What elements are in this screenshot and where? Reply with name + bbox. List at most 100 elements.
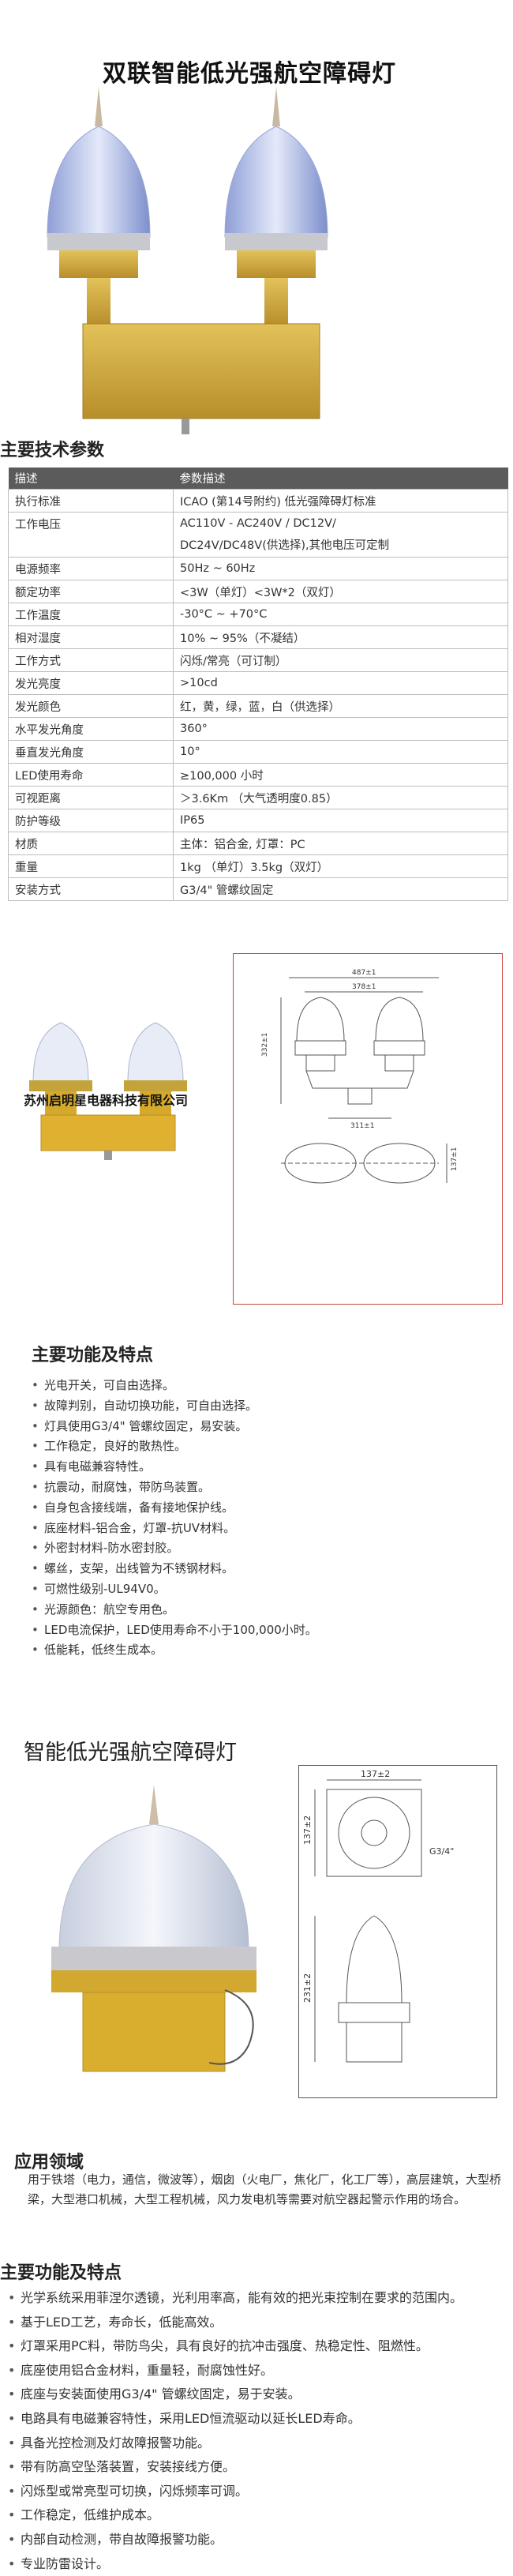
dim-thread: G3/4" <box>429 1846 454 1857</box>
spec-value: 360° <box>173 717 508 741</box>
feature-item: 具备光控检测及灯故障报警功能。 <box>6 2431 504 2456</box>
feature-item: 专业防雷设计。 <box>6 2552 504 2576</box>
spec-header-desc: 描述 <box>8 468 174 490</box>
spec-key: 材质 <box>8 832 174 855</box>
spec-key: 电源频率 <box>8 557 174 580</box>
dimension-drawing-frame: 487±1 378±1 332±1 311±1 137±1 <box>233 953 503 1305</box>
features2-title: 主要功能及特点 <box>0 2263 122 2283</box>
single-light-photo <box>51 1785 256 2072</box>
feature-item: 可燃性级别-UL94V0。 <box>30 1579 496 1600</box>
spec-row: 工作温度-30°C ~ +70°C <box>8 603 508 626</box>
spec-value: IP65 <box>173 809 508 832</box>
spec-header-row: 描述 参数描述 <box>8 468 508 490</box>
spec-row: 工作方式闪烁/常亮（可订制） <box>8 648 508 672</box>
spec-row: 材质主体：铝合金, 灯罩：PC <box>8 832 508 855</box>
product2-title: 智能低光强航空障碍灯 <box>24 1740 237 1765</box>
spec-value: ICAO (第14号附约) 低光强障碍灯标准 <box>173 489 508 513</box>
page-title: 双联智能低光强航空障碍灯 <box>103 60 396 88</box>
spec-key: 相对湿度 <box>8 625 174 649</box>
feature-item: LED电流保护，LED使用寿命不小于100,000小时。 <box>30 1620 496 1641</box>
spec-key: 重量 <box>8 854 174 878</box>
single-light-dimension-drawing: 137±2 137±2 G3/4" 231±2 <box>302 1769 454 2063</box>
spec-key: 工作电压 <box>8 512 174 558</box>
dim-side-height: 231±2 <box>302 1973 313 2003</box>
dim-inner-label: 378±1 <box>352 983 376 991</box>
dim-side-label: 137±1 <box>451 1147 459 1171</box>
feature-item: 基于LED工艺，寿命长，低能高效。 <box>6 2311 504 2335</box>
dim-top-height: 137±2 <box>302 1816 313 1845</box>
feature-item: 光电开关，可自由选择。 <box>30 1376 496 1396</box>
twin-obstruction-light-photo <box>47 87 328 434</box>
spec-value: 10° <box>173 740 508 764</box>
twin-light-dimension-drawing: 487±1 378±1 332±1 311±1 137±1 <box>261 969 459 1184</box>
spec-row: 发光亮度>10cd <box>8 671 508 695</box>
spec-row: 额定功率<3W（单灯）<3W*2（双灯） <box>8 580 508 603</box>
feature-item: 抗震动，耐腐蚀，带防鸟装置。 <box>30 1478 496 1498</box>
spec-key: 发光颜色 <box>8 694 174 718</box>
features2-list: 光学系统采用菲涅尔透镜，光利用率高，能有效的把光束控制在要求的范围内。 基于LE… <box>6 2286 504 2576</box>
feature-item: 底座材料-铝合金，灯罩-抗UV材料。 <box>30 1519 496 1539</box>
spec-value: AC110V - AC240V / DC12V/DC24V/DC48V(供选择)… <box>173 512 508 558</box>
spec-key: 执行标准 <box>8 489 174 513</box>
spec-value: 主体：铝合金, 灯罩：PC <box>173 832 508 855</box>
feature-item: 工作稳定，低维护成本。 <box>6 2503 504 2528</box>
spec-value: 红，黄，绿，蓝，白（供选择） <box>173 694 508 718</box>
spec-value: G3/4" 管螺纹固定 <box>173 877 508 901</box>
feature-item: 自身包含接线端，备有接地保护线。 <box>30 1498 496 1519</box>
feature-item: 低能耗，低终生成本。 <box>30 1640 496 1661</box>
spec-value: -30°C ~ +70°C <box>173 603 508 626</box>
spec-key: 工作方式 <box>8 648 174 672</box>
features1-list: 光电开关，可自由选择。 故障判别，自动切换功能，可自由选择。 灯具使用G3/4"… <box>30 1376 496 1661</box>
spec-value: ＞3.6Km （大气透明度0.85） <box>173 786 508 809</box>
application-text: 用于铁塔（电力，通信，微波等），烟囱（火电厂，焦化厂，化工厂等），高层建筑，大型… <box>28 2172 502 2206</box>
spec-value: 1kg （单灯）3.5kg（双灯） <box>173 854 508 878</box>
features1-title: 主要功能及特点 <box>32 1346 154 1365</box>
feature-item: 电路具有电磁兼容特性，采用LED恒流驱动以延长LED寿命。 <box>6 2407 504 2431</box>
dim-height-label: 332±1 <box>261 1033 269 1057</box>
feature-item: 闪烁型或常亮型可切换，闪烁频率可调。 <box>6 2480 504 2504</box>
dim-top-width: 137±2 <box>361 1769 390 1779</box>
spec-key: 防护等级 <box>8 809 174 832</box>
dim-width-label: 487±1 <box>352 969 376 977</box>
specs-title: 主要技术参数 <box>0 441 105 460</box>
spec-row: LED使用寿命≥100,000 小时 <box>8 763 508 787</box>
feature-item: 具有电磁兼容特性。 <box>30 1457 496 1478</box>
feature-item: 外密封材料-防水密封胶。 <box>30 1538 496 1559</box>
feature-item: 底座使用铝合金材料，重量轻，耐腐蚀性好。 <box>6 2359 504 2383</box>
spec-key: 水平发光角度 <box>8 717 174 741</box>
spec-key: 垂直发光角度 <box>8 740 174 764</box>
twin-light-small-photo <box>29 1022 187 1160</box>
feature-item: 故障判别，自动切换功能，可自由选择。 <box>30 1396 496 1417</box>
spec-row: 可视距离＞3.6Km （大气透明度0.85） <box>8 786 508 809</box>
spec-value: >10cd <box>173 671 508 695</box>
spec-key: 额定功率 <box>8 580 174 603</box>
feature-item: 底座与安装面使用G3/4" 管螺纹固定，易于安装。 <box>6 2383 504 2407</box>
feature-item: 螺丝，支架，出线管为不锈钢材料。 <box>30 1559 496 1579</box>
feature-item: 灯具使用G3/4" 管螺纹固定，易安装。 <box>30 1417 496 1437</box>
feature-item: 内部自动检测，带自故障报警功能。 <box>6 2528 504 2552</box>
spec-value-line2: DC24V/DC48V(供选择),其他电压可定制 <box>180 539 390 552</box>
spec-value: <3W（单灯）<3W*2（双灯） <box>173 580 508 603</box>
dim-base-label: 311±1 <box>350 1122 374 1130</box>
spec-value: 50Hz ~ 60Hz <box>173 557 508 580</box>
spec-key: LED使用寿命 <box>8 763 174 787</box>
spec-key: 工作温度 <box>8 603 174 626</box>
spec-value-line1: AC110V - AC240V / DC12V/ <box>180 517 336 530</box>
spec-key: 安装方式 <box>8 877 174 901</box>
feature-item: 光学系统采用菲涅尔透镜，光利用率高，能有效的把光束控制在要求的范围内。 <box>6 2286 504 2311</box>
spec-row: 发光颜色红，黄，绿，蓝，白（供选择） <box>8 694 508 718</box>
spec-value: ≥100,000 小时 <box>173 763 508 787</box>
application-title: 应用领域 <box>14 2153 84 2172</box>
company-watermark: 苏州启明星电器科技有限公司 <box>24 1093 189 1108</box>
feature-item: 灯罩采用PC料，带防鸟尖，具有良好的抗冲击强度、热稳定性、阻燃性。 <box>6 2334 504 2359</box>
spec-value: 10% ~ 95%（不凝结） <box>173 625 508 649</box>
